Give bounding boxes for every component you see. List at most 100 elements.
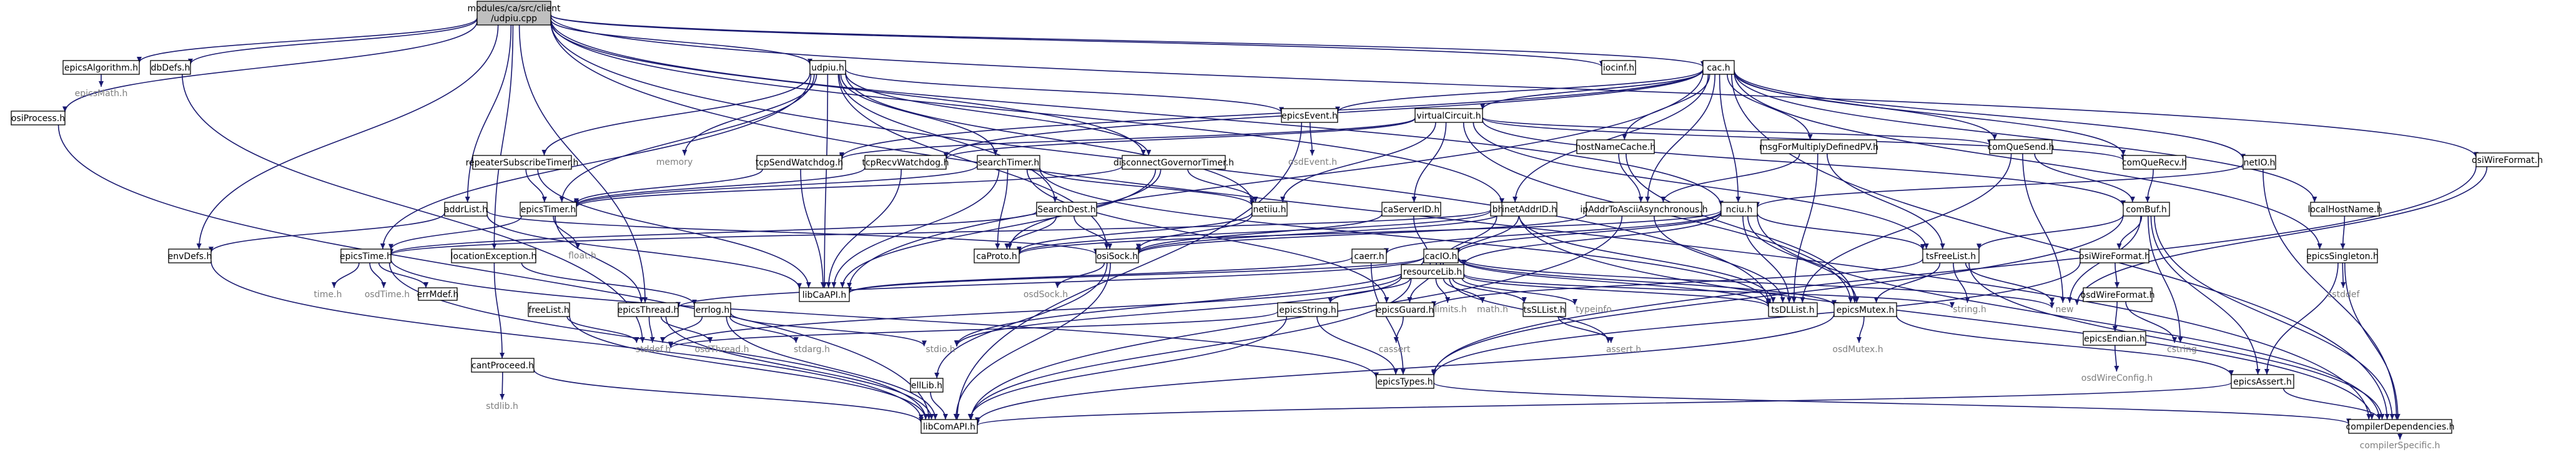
node-label-epicsTimer: epicsTimer.h [521,205,576,215]
node-iocinf[interactable]: iocinf.h [1601,60,1636,75]
edge-repeaterSubscribeTimer-to-epicsTimer [525,169,547,203]
node-osdWireFormat[interactable]: osdWireFormat.h [2081,287,2155,302]
node-osiProcess[interactable]: osiProcess.h [11,111,66,125]
node-epicsTimer[interactable]: epicsTimer.h [520,202,577,217]
node-nciu[interactable]: nciu.h [1720,202,1758,217]
node-caProto[interactable]: caProto.h [974,248,1020,263]
node-errlog[interactable]: errlog.h [694,302,731,317]
node-epicsEndian[interactable]: epicsEndian.h [2083,331,2146,346]
edge-root-to-udpiu [550,19,812,65]
node-label-ipAddrToAsciiAsynchronous: ipAddrToAsciiAsynchronous.h [1580,205,1707,215]
edge-cac-to-virtualCircuit [1480,70,1704,110]
node-addrList[interactable]: addrList.h [444,202,488,217]
edge-udpiu-to-osiSock [837,74,1110,250]
node-epicsEvent[interactable]: epicsEvent.h [1281,108,1338,123]
node-label-iocinf: iocinf.h [1603,63,1634,73]
node-epicsString[interactable]: epicsString.h [1277,302,1338,317]
node-label-epicsMath: epicsMath.h [75,89,128,99]
node-epicsAlgorithm[interactable]: epicsAlgorithm.h [62,60,140,75]
node-udpiu[interactable]: udpiu.h [809,60,846,75]
node-epicsTypes[interactable]: epicsTypes.h [1376,374,1434,389]
node-compilerDependencies[interactable]: compilerDependencies.h [2346,419,2455,434]
node-label-tsSLList: tsSLList.h [1523,305,1565,315]
node-envDefs[interactable]: envDefs.h [168,248,212,263]
node-epicsGuard[interactable]: epicsGuard.h [1376,302,1434,317]
node-caerr[interactable]: caerr.h [1351,248,1387,263]
node-SearchDest[interactable]: SearchDest.h [1036,202,1097,217]
node-memory: memory [656,157,693,167]
node-epicsThread[interactable]: epicsThread.h [618,302,679,317]
node-box-tsSLList [1522,302,1566,317]
edge-nciu-to-resourceLib [1461,212,1722,266]
node-tsSLList[interactable]: tsSLList.h [1522,302,1566,317]
node-box-caServerID [1381,202,1441,217]
node-tsDLList[interactable]: tsDLList.h [1768,302,1818,317]
node-epicsSingleton[interactable]: epicsSingleton.h [2306,248,2379,263]
edge-udpiu-to-libCaAPI [822,74,829,288]
node-osiWireFormatTop[interactable]: osiWireFormat.h [2472,152,2543,167]
node-inetAddrID[interactable]: inetAddrID.h [1501,202,1557,217]
node-comBuf[interactable]: comBuf.h [2123,202,2170,217]
node-label-osiWireFormat: osiWireFormat.h [2079,252,2150,262]
node-tcpSendWatchdog[interactable]: tcpSendWatchdog.h [756,155,844,170]
node-box-tsDLList [1768,302,1818,317]
node-caServerID[interactable]: caServerID.h [1381,202,1441,217]
node-netiiu[interactable]: netiiu.h [1251,202,1288,217]
edge-nciu-to-tsDLList [1742,215,1792,303]
node-cacIO[interactable]: cacIO.h [1423,248,1459,263]
edge-epicsGuard-to-cassert [1393,316,1404,343]
edge-bhe-to-caProto [1017,210,1491,255]
node-label-osdSock: osdSock.h [1024,290,1068,300]
edge-root-to-epicsAlgorithm [137,17,478,63]
node-label-cassert: cassert [1379,345,1411,355]
node-comQueSend[interactable]: comQueSend.h [1988,139,2055,154]
node-tsFreeList[interactable]: tsFreeList.h [1922,248,1980,263]
node-freeList[interactable]: freeList.h [528,302,570,317]
node-label-errlog: errlog.h [696,305,730,315]
node-virtualCircuit[interactable]: virtualCircuit.h [1414,108,1483,123]
node-dbDefs[interactable]: dbDefs.h [150,60,191,75]
node-epicsTime[interactable]: epicsTime.h [340,248,392,263]
node-epicsMutex[interactable]: epicsMutex.h [1833,302,1897,317]
edge-comBuf-to-compilerDependencies [2154,215,2395,420]
node-libCaAPI[interactable]: libCaAPI.h [799,287,850,302]
node-tcpRecvWatchdog[interactable]: tcpRecvWatchdog.h [862,155,949,170]
node-osiSock[interactable]: osiSock.h [1095,248,1139,263]
edge-cac-to-comQueRecv [1734,71,2126,156]
node-libComAPI[interactable]: libComAPI.h [920,419,978,434]
node-box-cantProceed [471,358,535,373]
node-root[interactable]: modules/ca/src/client/udpiu.cpp [467,1,561,26]
node-searchTimer[interactable]: searchTimer.h [977,155,1040,170]
node-netIO[interactable]: netIO.h [2243,155,2276,170]
node-localHostName[interactable]: localHostName.h [2307,202,2382,217]
node-locationException[interactable]: locationException.h [451,248,537,263]
node-msgForMultiplyDefinedPV[interactable]: msgForMultiplyDefinedPV.h [1759,139,1878,154]
node-osiWireFormat[interactable]: osiWireFormat.h [2079,248,2150,263]
edge-root-to-cac [550,14,1705,67]
edge-errlog-to-stddef [660,316,703,343]
node-ellLib[interactable]: ellLib.h [910,378,944,393]
node-label-epicsAlgorithm: epicsAlgorithm.h [64,63,138,73]
node-cac[interactable]: cac.h [1702,60,1735,75]
node-box-nciu [1720,202,1758,217]
edge-msgForMultiplyDefinedPV-to-tsDLList [1791,153,1818,303]
edge-disconnectGovernorTimer-to-epicsTimer [574,165,1123,208]
node-repeaterSubscribeTimer[interactable]: repeaterSubscribeTimer.h [466,155,579,170]
node-resourceLib[interactable]: resourceLib.h [1401,264,1464,279]
node-stddef: stddef.h [636,345,671,355]
node-label-nciu: nciu.h [1726,205,1753,215]
node-ipAddrToAsciiAsynchronous[interactable]: ipAddrToAsciiAsynchronous.h [1580,202,1708,217]
node-cantProceed[interactable]: cantProceed.h [471,358,535,373]
node-box-dbDefs [150,60,191,75]
edge-root-to-nciu [550,19,1724,207]
node-hostNameCache[interactable]: hostNameCache.h [1576,139,1656,154]
node-epicsAssert[interactable]: epicsAssert.h [2231,374,2294,389]
edge-osdWireFormat-to-cstring [2125,301,2178,343]
node-comQueRecv[interactable]: comQueRecv.h [2122,155,2187,170]
node-errMdef[interactable]: errMdef.h [417,287,459,301]
node-disconnectGovernorTimer[interactable]: disconnectGovernorTimer.h [1113,155,1234,170]
node-cstring: cstring [2167,345,2197,355]
edge-cantProceed-to-stdlib [500,371,505,400]
edge-epicsTime-to-epicsTypes [390,258,1379,378]
